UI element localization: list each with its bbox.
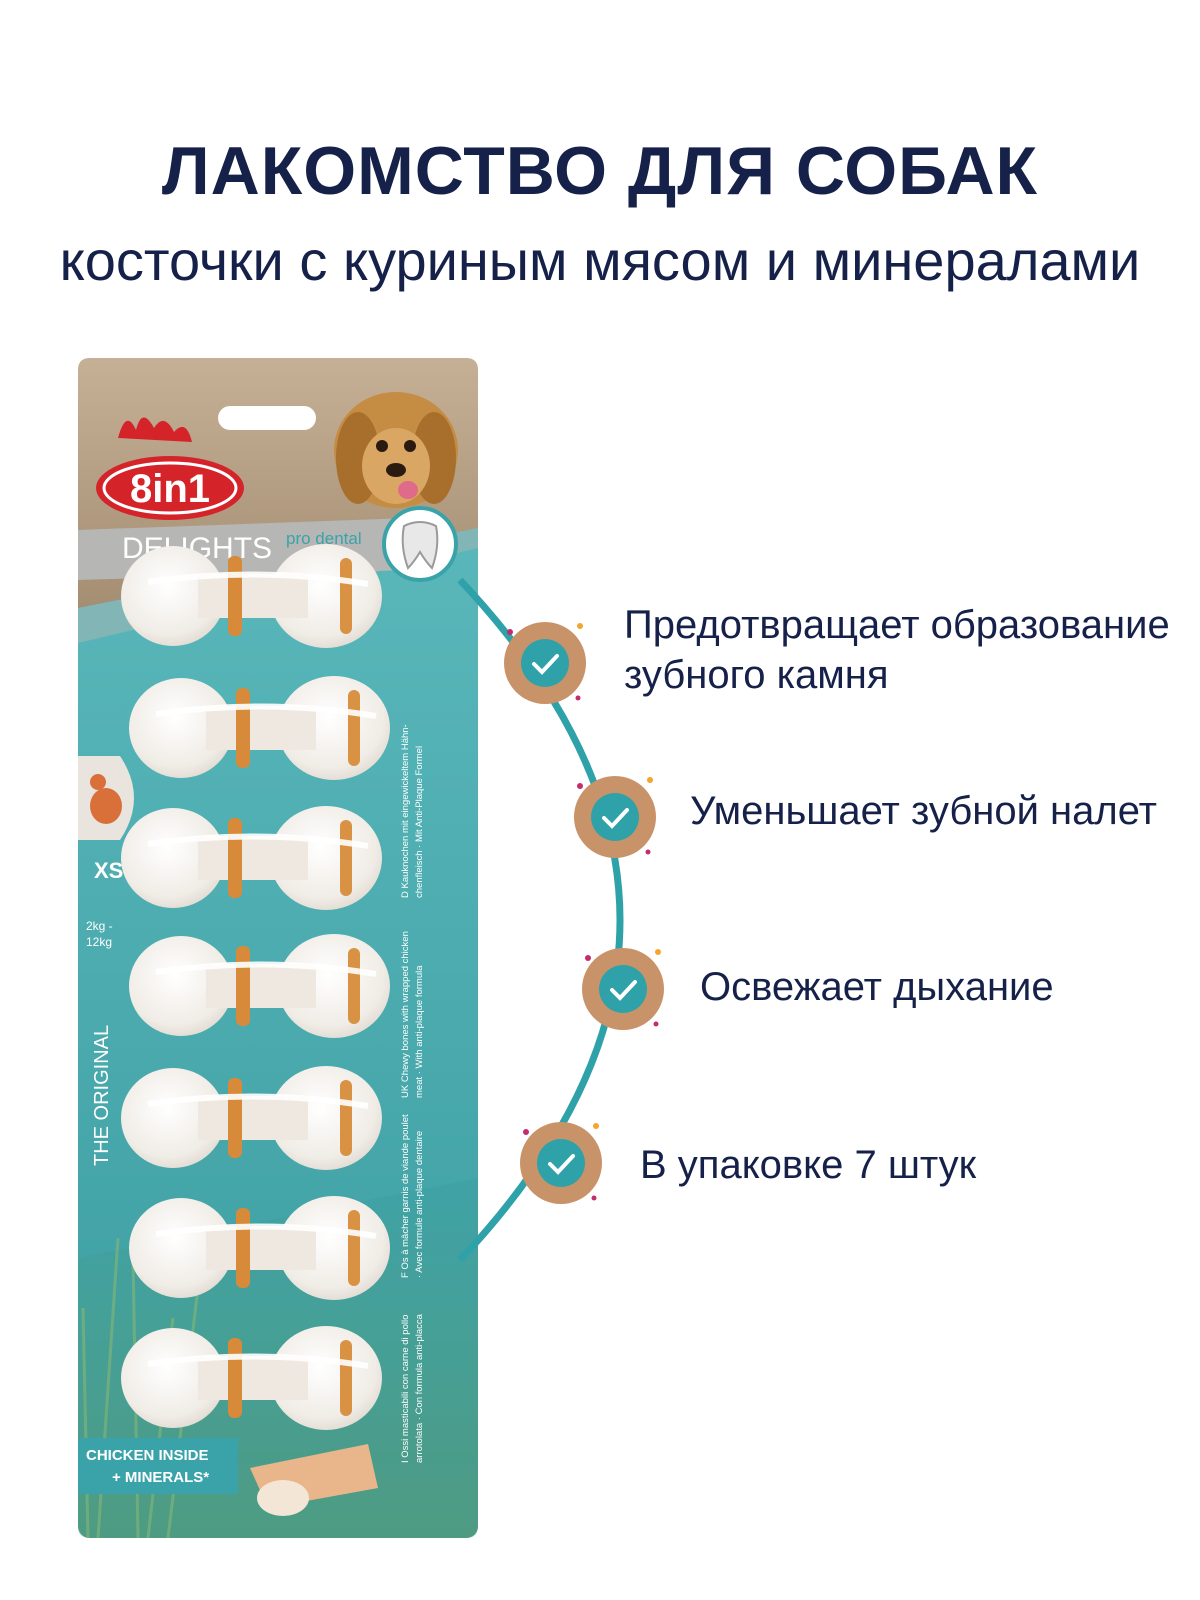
chicken-inside-banner: CHICKEN INSIDE + MINERALS* xyxy=(78,1438,378,1516)
page-title: ЛАКОМСТВО ДЛЯ СОБАК xyxy=(161,133,1039,209)
tooth-icon xyxy=(382,506,458,582)
banner-line: + MINERALS* xyxy=(112,1469,209,1486)
check-icon xyxy=(582,948,664,1030)
feature-badge xyxy=(572,774,658,860)
desc-line: D Kauknochen mit eingewickeltem Hähn- xyxy=(400,724,411,898)
brand-logo-text: 8in1 xyxy=(130,467,210,511)
check-icon xyxy=(574,776,656,858)
desc-line: arrotolata · Con formula anti-placca xyxy=(414,1313,425,1463)
desc-line: UK Chewy bones with wrapped chicken xyxy=(400,931,411,1098)
series-label: THE ORIGINAL xyxy=(91,1025,113,1166)
bone xyxy=(129,934,390,1038)
desc-line: I Ossi masticabili con carne di pollo xyxy=(400,1315,411,1463)
page-subtitle: косточки с куриным мясом и минералами xyxy=(59,229,1141,292)
feature-text: Предотвращает образование зубного камня xyxy=(624,603,1170,697)
feature-badge xyxy=(518,1120,604,1206)
desc-line: F Os à mâcher garnis de viande poulet xyxy=(400,1114,411,1278)
bone xyxy=(121,1326,382,1430)
desc-line: meat · With anti-plaque formula xyxy=(414,965,425,1098)
bone xyxy=(129,1196,390,1300)
feature-badge xyxy=(580,946,666,1032)
banner-line: CHICKEN INSIDE xyxy=(86,1447,209,1464)
feature-text: Уменьшает зубной налет xyxy=(690,789,1157,833)
feature-text: Освежает дыхание xyxy=(700,965,1054,1009)
brand-logo: 8in1 xyxy=(96,417,244,520)
bone xyxy=(121,544,382,648)
check-icon xyxy=(520,1122,602,1204)
size-label: XS xyxy=(94,858,123,883)
feature-text: В упаковке 7 штук xyxy=(640,1143,977,1187)
product-subline: pro dental xyxy=(286,529,362,548)
desc-line: chenfleisch · Mit Anti-Plaque Formel xyxy=(414,746,425,898)
bones-group xyxy=(121,544,390,1430)
multilingual-description: D Kauknochen mit eingewickeltem Hähn- ch… xyxy=(400,724,425,1463)
product-package: 8in1 DELIGHTS pro dental XS 2kg - 12kg T… xyxy=(78,358,478,1538)
dog-photo xyxy=(334,392,458,508)
chicken-icon xyxy=(78,756,134,840)
check-icon xyxy=(504,622,586,704)
weight-max: 12kg xyxy=(86,935,112,949)
weight-min: 2kg - xyxy=(86,919,113,933)
bone xyxy=(121,806,382,910)
bone xyxy=(121,1066,382,1170)
feature-badge xyxy=(502,620,588,706)
bone xyxy=(129,676,390,780)
desc-line: · Avec formule anti-plaque dentaire xyxy=(414,1131,425,1278)
